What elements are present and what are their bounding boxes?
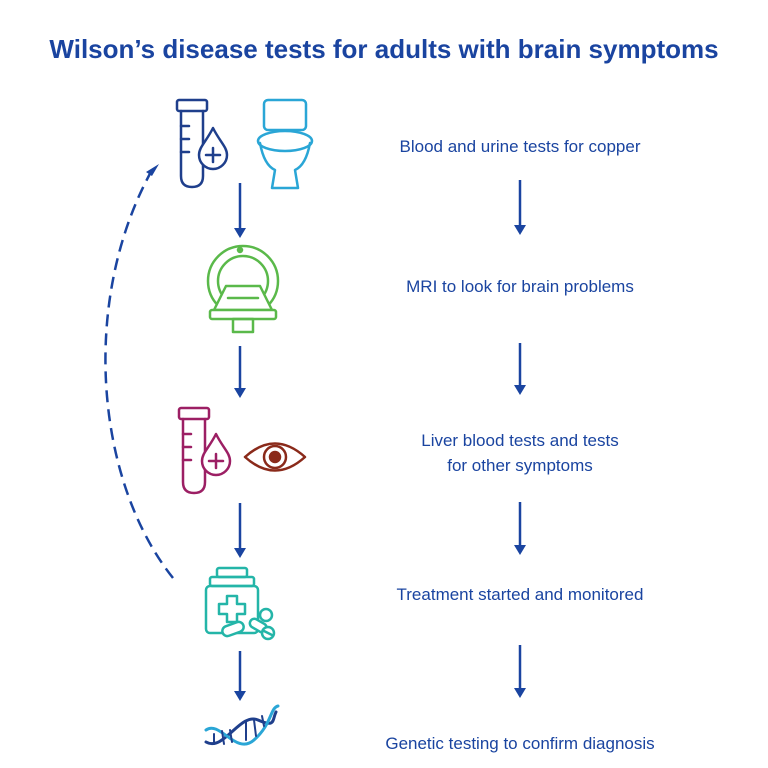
left-arrows xyxy=(234,183,246,701)
eye-icon xyxy=(243,442,307,472)
step-4-line-1: Treatment started and monitored xyxy=(396,585,644,604)
right-arrows xyxy=(514,180,526,698)
step-5-line-1: Genetic testing to confirm diagnosis xyxy=(385,734,655,753)
step-3-line-1: Liver blood tests and tests xyxy=(421,431,619,450)
step-4-text: Treatment started and monitored xyxy=(320,582,720,607)
step-2-line-1: MRI to look for brain problems xyxy=(406,277,634,296)
loop-back-arrowhead xyxy=(146,164,159,176)
dna-icon xyxy=(204,704,280,746)
toilet-icon xyxy=(256,98,314,190)
step-3-text: Liver blood tests and tests for other sy… xyxy=(320,428,720,478)
step-2-text: MRI to look for brain problems xyxy=(320,274,720,299)
step-5-text: Genetic testing to confirm diagnosis xyxy=(320,731,720,756)
loop-back-arrow xyxy=(104,169,174,579)
mri-scanner-icon xyxy=(206,244,280,334)
blood-tube-icon-2 xyxy=(177,406,232,495)
medicine-bottle-icon xyxy=(204,566,276,641)
step-1-text: Blood and urine tests for copper xyxy=(320,134,720,159)
blood-tube-icon xyxy=(175,98,229,189)
step-3-line-2: for other symptoms xyxy=(447,456,593,475)
step-1-line-1: Blood and urine tests for copper xyxy=(399,137,641,156)
diagram-title: Wilson’s disease tests for adults with b… xyxy=(49,34,719,64)
